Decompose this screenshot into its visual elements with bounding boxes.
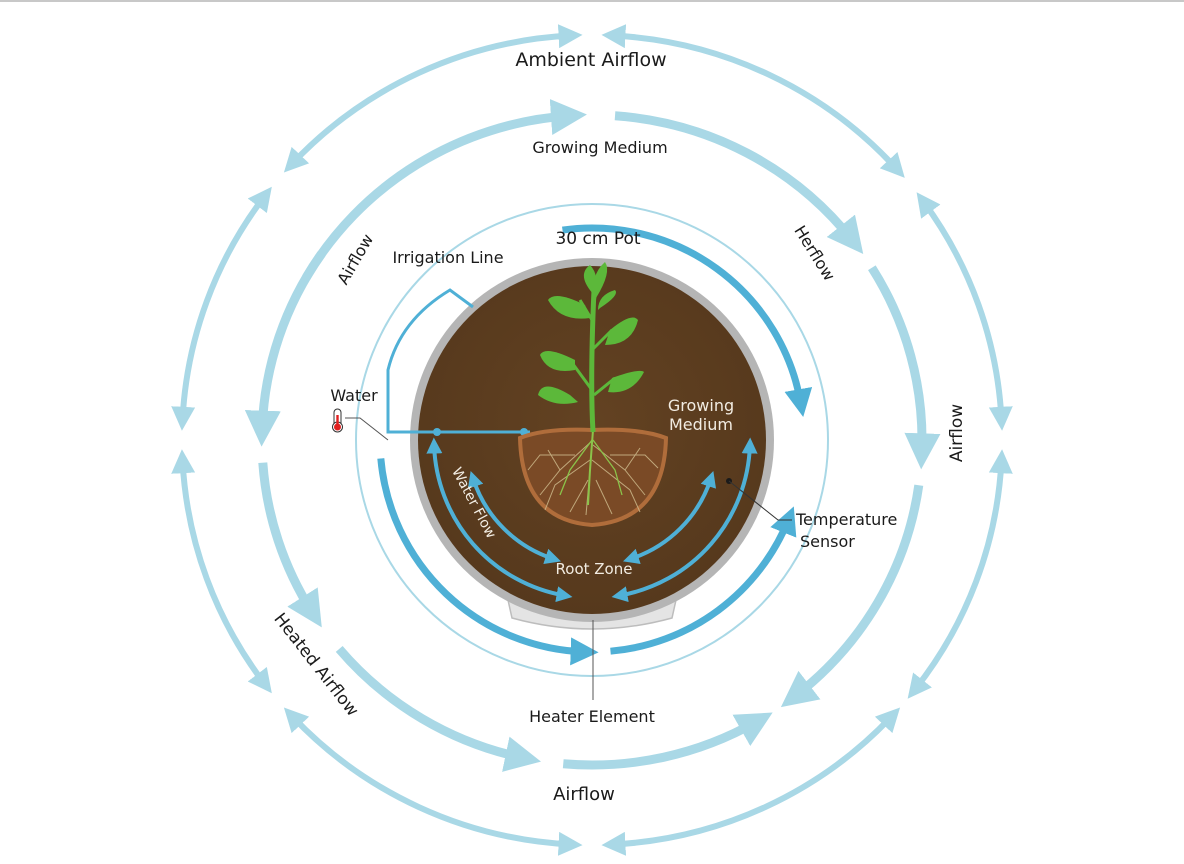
airflow-arrow <box>614 111 864 255</box>
label-growing-medium-inner-2: Medium <box>669 415 733 434</box>
airflow-arrow <box>562 712 773 770</box>
label-herflow: Herflow <box>790 222 839 284</box>
airflow-arrow <box>258 462 322 628</box>
label-growing-medium-outer: Growing Medium <box>532 138 667 157</box>
ambient-airflow-arrow <box>171 449 272 694</box>
label-pot: 30 cm Pot <box>555 229 640 249</box>
temperature-sensor-leader <box>728 480 792 521</box>
ambient-airflow-arrow <box>283 707 583 856</box>
mid-airflow-ring <box>244 99 941 772</box>
water-flow-arrows <box>426 437 758 603</box>
label-irrigation-line: Irrigation Line <box>392 248 503 267</box>
airflow-arrow <box>335 645 542 772</box>
heated-airflow-arrow <box>562 224 813 417</box>
outer-airflow-ring <box>171 24 1013 856</box>
water-flow-arrow <box>623 471 717 565</box>
label-airflow-left: Airflow <box>333 231 377 288</box>
label-heater-element: Heater Element <box>529 707 655 726</box>
irrigation-line <box>386 288 530 436</box>
water-flow-arrow <box>467 471 561 565</box>
ambient-airflow-arrow <box>907 449 1013 699</box>
growing-medium-boundary-ring <box>355 203 829 677</box>
label-airflow-right: Airflow <box>947 404 967 462</box>
label-temperature-sensor-1: Temperature <box>795 510 897 529</box>
label-growing-medium-inner-1: Growing <box>668 396 734 415</box>
top-border <box>0 0 1184 2</box>
label-root-zone: Root Zone <box>556 560 633 578</box>
label-airflow-bottom: Airflow <box>553 784 615 805</box>
ambient-airflow-arrow <box>283 24 583 173</box>
ambient-airflow-arrow <box>601 707 901 856</box>
airflow-arrow <box>302 99 587 280</box>
ambient-airflow-arrow <box>916 192 1013 431</box>
airflow-arrow <box>244 250 326 447</box>
airflow-arrow <box>780 484 924 708</box>
heated-airflow-arrow <box>610 506 797 655</box>
plant-icon <box>538 262 644 433</box>
label-water: Water <box>330 386 378 405</box>
water-leader <box>345 417 389 441</box>
thermometer-icon <box>332 408 343 433</box>
ambient-airflow-arrow <box>171 186 272 431</box>
label-temperature-sensor-2: Sensor <box>800 532 855 551</box>
label-ambient-airflow: Ambient Airflow <box>515 49 666 71</box>
emitter-dot <box>433 428 441 436</box>
ambient-airflow-arrow <box>601 24 905 178</box>
airflow-arrow <box>868 265 941 470</box>
